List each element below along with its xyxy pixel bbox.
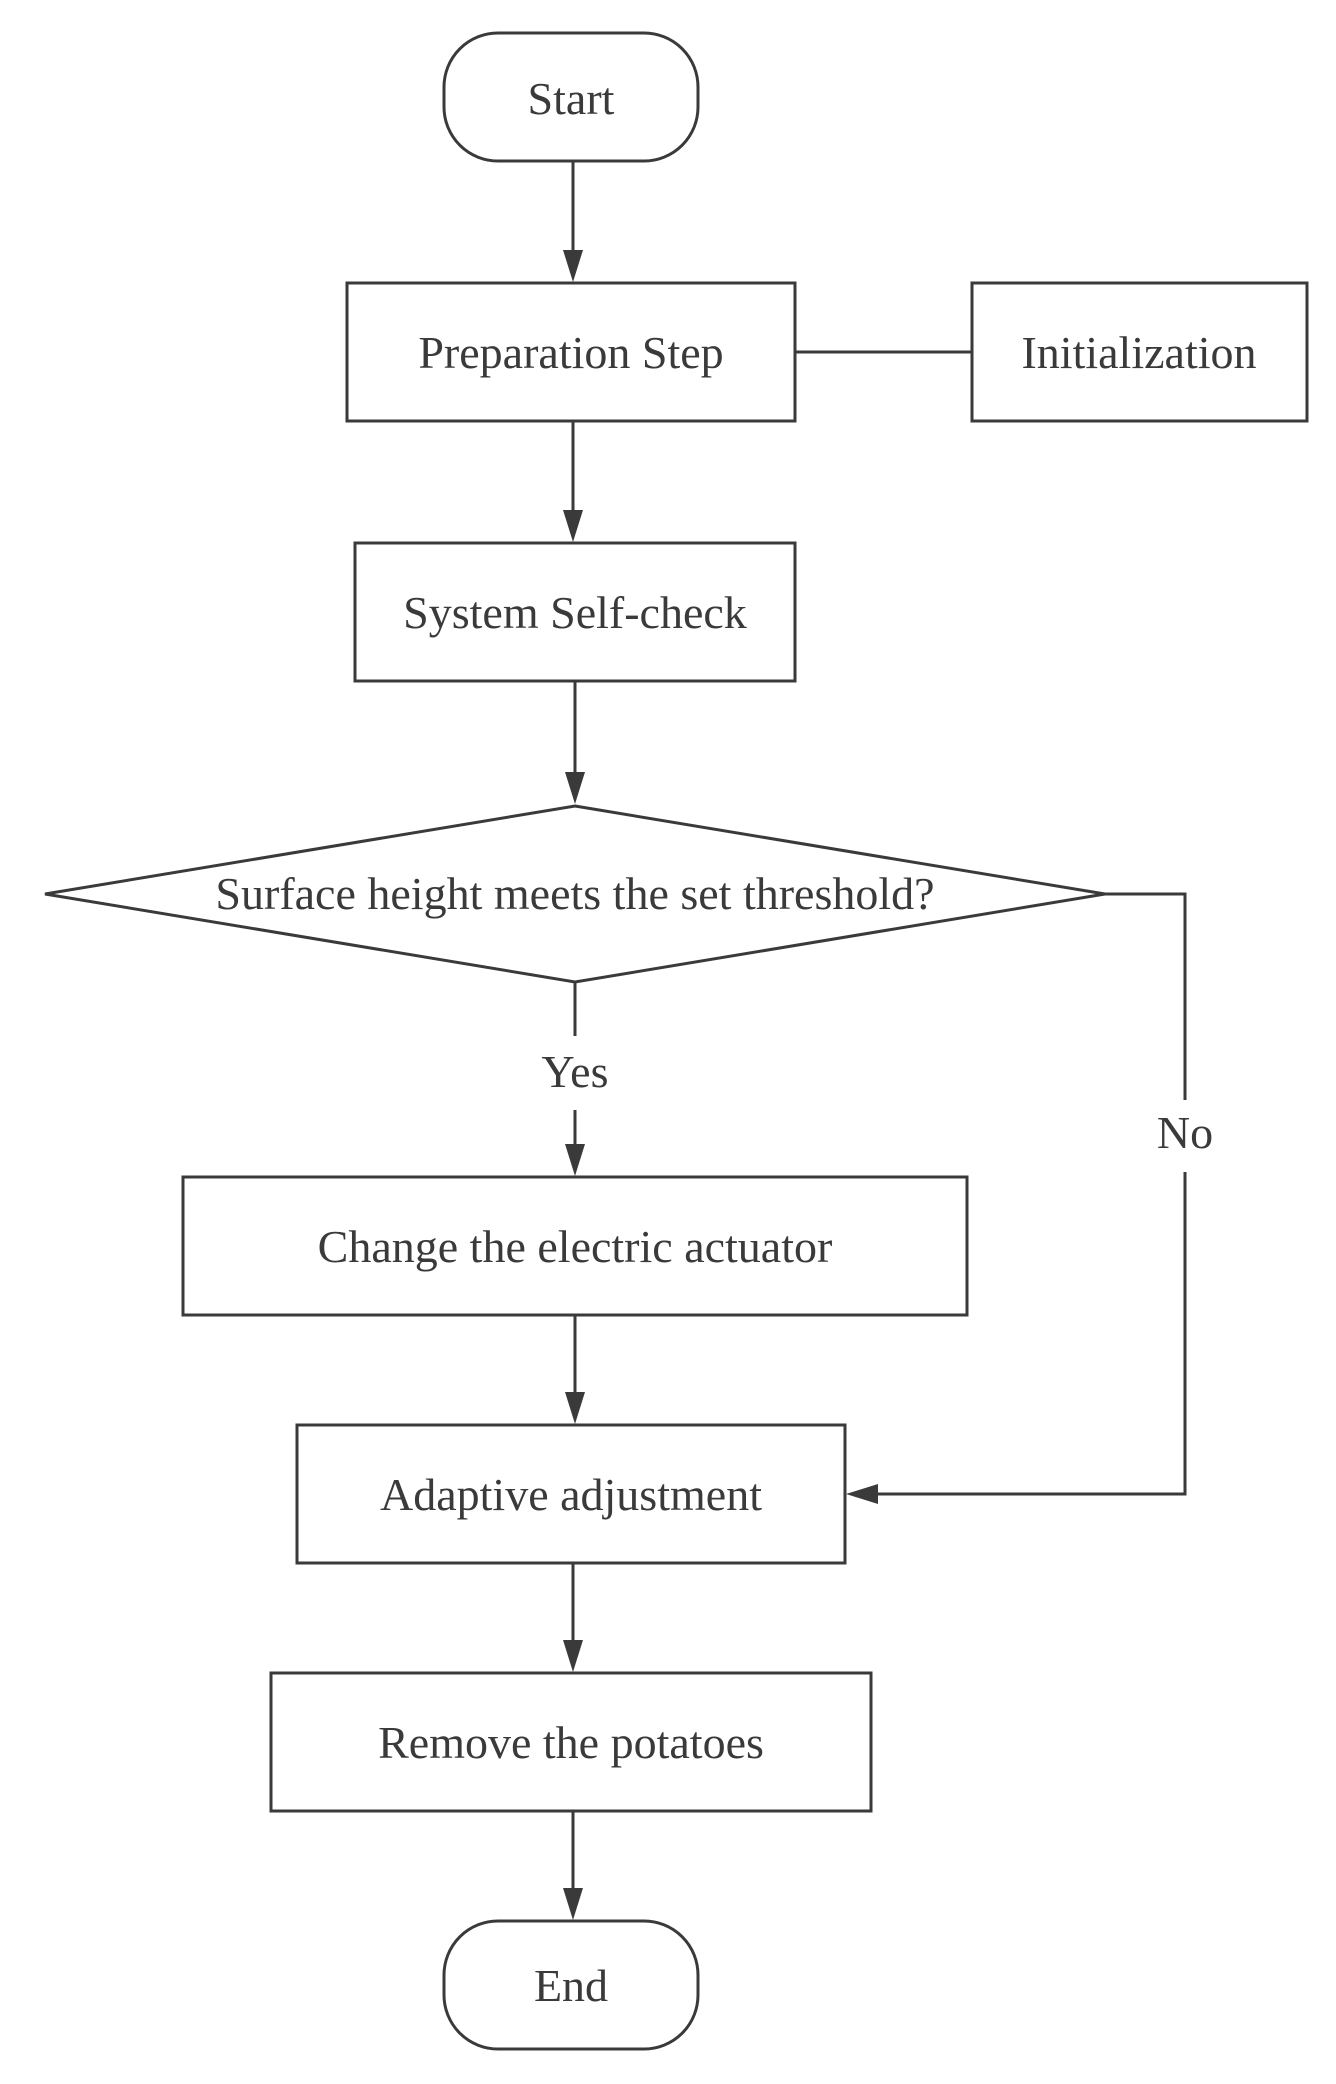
initialization-node: Initialization bbox=[970, 281, 1309, 423]
yes-label: Yes bbox=[542, 1046, 609, 1097]
end-label: End bbox=[534, 1960, 608, 2011]
change-actuator-label: Change the electric actuator bbox=[318, 1221, 833, 1272]
connector-decision-no-upper bbox=[1105, 892, 1187, 1100]
adaptive-adjustment-label: Adaptive adjustment bbox=[380, 1469, 762, 1520]
initialization-label: Initialization bbox=[1021, 327, 1256, 378]
arrowhead-adaptive bbox=[565, 1392, 585, 1424]
arrowhead-end bbox=[563, 1888, 583, 1920]
system-self-check-node: System Self-check bbox=[353, 541, 797, 683]
arrowhead-decision bbox=[565, 772, 585, 804]
preparation-step-node: Preparation Step bbox=[345, 281, 797, 423]
remove-potatoes-label: Remove the potatoes bbox=[378, 1717, 764, 1768]
arrowhead-adaptive-no bbox=[846, 1484, 878, 1504]
arrowhead-change-actuator bbox=[565, 1144, 585, 1176]
no-label: No bbox=[1157, 1107, 1213, 1158]
decision-label: Surface height meets the set threshold? bbox=[215, 868, 934, 919]
start-label: Start bbox=[528, 73, 615, 124]
decision-node: Surface height meets the set threshold? bbox=[44, 804, 1106, 984]
arrowhead-selfcheck bbox=[563, 510, 583, 542]
start-node: Start bbox=[442, 31, 700, 163]
remove-potatoes-node: Remove the potatoes bbox=[269, 1671, 873, 1813]
preparation-step-label: Preparation Step bbox=[418, 327, 723, 378]
end-node: End bbox=[442, 1919, 700, 2051]
adaptive-adjustment-node: Adaptive adjustment bbox=[295, 1423, 847, 1565]
connector-decision-no-lower bbox=[872, 1172, 1187, 1496]
arrowhead-preparation bbox=[563, 250, 583, 282]
arrowhead-remove bbox=[563, 1640, 583, 1672]
system-self-check-label: System Self-check bbox=[403, 587, 747, 638]
change-actuator-node: Change the electric actuator bbox=[181, 1175, 969, 1317]
